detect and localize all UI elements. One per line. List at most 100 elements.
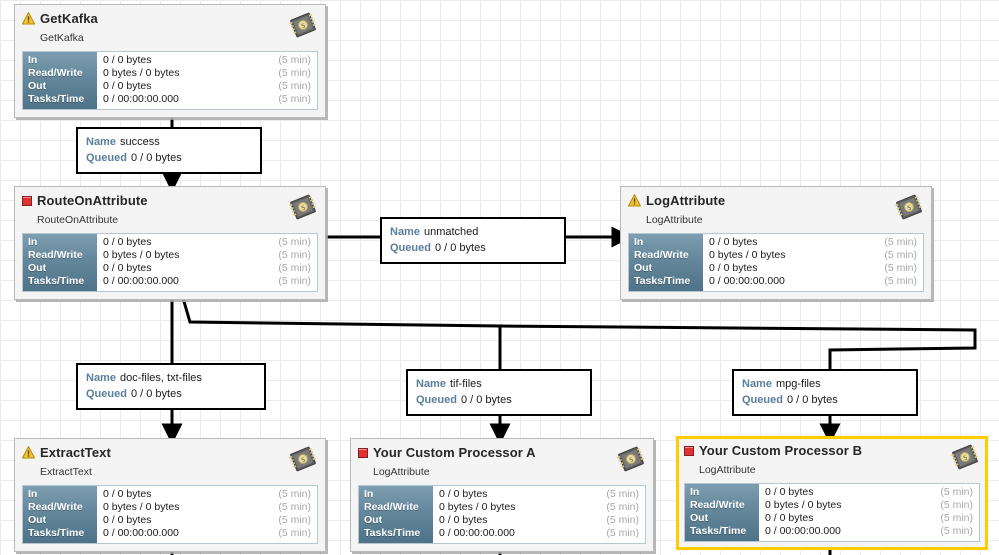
svg-text:5: 5	[628, 456, 634, 464]
processor-header: LogAttribute LogAttribute 5	[628, 192, 924, 228]
processor-stats: In Read/Write Out Tasks/Time 0 / 0 bytes…	[22, 50, 318, 110]
processor-node-extracttext[interactable]: ExtractText ExtractText 5 In Read/Write …	[14, 438, 326, 552]
stopped-square-icon	[684, 446, 694, 456]
connection-name-value: doc-files, txt-files	[119, 372, 202, 384]
processor-name: RouteOnAttribute	[37, 193, 148, 208]
connection-name-key: Name	[390, 226, 420, 238]
stat-value-read-write: 0 bytes / 0 bytes	[103, 248, 180, 261]
connection-name-key: Name	[416, 378, 446, 390]
processor-node-custom-a[interactable]: Your Custom Processor A LogAttribute 5 I…	[350, 438, 654, 552]
stat-label-out: Out	[28, 261, 47, 274]
processor-chip-icon: 5	[616, 444, 646, 474]
processor-node-custom-b[interactable]: Your Custom Processor B LogAttribute 5 I…	[676, 436, 988, 550]
stat-duration: (5 min)	[940, 511, 973, 524]
stat-value-out: 0 / 0 bytes	[103, 513, 152, 526]
stat-value-column: 0 / 0 bytes 0 bytes / 0 bytes 0 / 0 byte…	[759, 484, 936, 541]
processor-stats: In Read/Write Out Tasks/Time 0 / 0 bytes…	[684, 482, 980, 542]
stat-label-in: In	[28, 235, 38, 248]
stat-label-tasks-time: Tasks/Time	[634, 274, 691, 287]
stat-value-out: 0 / 0 bytes	[439, 513, 488, 526]
processor-type: GetKafka	[40, 31, 84, 44]
stat-label-read-write: Read/Write	[634, 248, 689, 261]
stat-label-column: In Read/Write Out Tasks/Time	[23, 233, 97, 291]
stat-label-read-write: Read/Write	[28, 248, 83, 261]
processor-chip-icon: 5	[950, 442, 980, 472]
stat-value-out: 0 / 0 bytes	[103, 261, 152, 274]
stat-duration: (5 min)	[278, 248, 311, 261]
stat-label-out: Out	[28, 79, 47, 92]
stat-value-read-write: 0 bytes / 0 bytes	[103, 66, 180, 79]
stat-label-tasks-time: Tasks/Time	[364, 526, 421, 539]
connection-queued-value: 0 / 0 bytes	[460, 394, 512, 406]
stat-duration-column: (5 min) (5 min) (5 min) (5 min)	[274, 52, 317, 109]
stat-value-tasks-time: 0 / 00:00:00.000	[103, 92, 179, 105]
stat-value-tasks-time: 0 / 00:00:00.000	[439, 526, 515, 539]
warning-triangle-icon	[628, 194, 641, 207]
stat-duration: (5 min)	[940, 524, 973, 537]
stat-value-column: 0 / 0 bytes 0 bytes / 0 bytes 0 / 0 byte…	[97, 486, 274, 543]
processor-node-routeonattribute[interactable]: RouteOnAttribute RouteOnAttribute 5 In R…	[14, 186, 326, 300]
stat-label-tasks-time: Tasks/Time	[28, 92, 85, 105]
processor-stats: In Read/Write Out Tasks/Time 0 / 0 bytes…	[628, 232, 924, 292]
processor-header: RouteOnAttribute RouteOnAttribute 5	[22, 192, 318, 228]
stat-label-in: In	[690, 485, 700, 498]
stat-label-in: In	[28, 487, 38, 500]
stat-duration-column: (5 min) (5 min) (5 min) (5 min)	[274, 234, 317, 291]
connection-queued-value: 0 / 0 bytes	[434, 242, 486, 254]
stat-label-column: In Read/Write Out Tasks/Time	[685, 483, 759, 541]
stat-duration: (5 min)	[278, 66, 311, 79]
stat-duration: (5 min)	[278, 513, 311, 526]
processor-node-logattribute[interactable]: LogAttribute LogAttribute 5 In Read/Writ…	[620, 186, 932, 300]
stat-label-out: Out	[364, 513, 383, 526]
stat-label-column: In Read/Write Out Tasks/Time	[23, 51, 97, 109]
stat-duration: (5 min)	[606, 526, 639, 539]
processor-header: GetKafka GetKafka 5	[22, 10, 318, 46]
processor-name: LogAttribute	[646, 193, 726, 208]
stat-label-read-write: Read/Write	[28, 500, 83, 513]
processor-type: LogAttribute	[699, 463, 756, 476]
processor-node-getkafka[interactable]: GetKafka GetKafka 5 In Read/Write Out Ta…	[14, 4, 326, 118]
stat-label-out: Out	[690, 511, 709, 524]
processor-name: ExtractText	[40, 445, 111, 460]
connection-queued-key: Queued	[742, 394, 783, 406]
stat-duration: (5 min)	[278, 261, 311, 274]
processor-header: ExtractText ExtractText 5	[22, 444, 318, 480]
svg-text:5: 5	[300, 22, 306, 30]
connection-name-value: success	[119, 136, 160, 148]
stat-value-column: 0 / 0 bytes 0 bytes / 0 bytes 0 / 0 byte…	[97, 234, 274, 291]
connection-name-value: unmatched	[423, 226, 479, 238]
stat-value-read-write: 0 bytes / 0 bytes	[439, 500, 516, 513]
connection-name-key: Name	[86, 136, 116, 148]
svg-text:5: 5	[300, 204, 306, 212]
connection-name-key: Name	[86, 372, 116, 384]
stat-label-tasks-time: Tasks/Time	[28, 526, 85, 539]
stat-duration: (5 min)	[278, 526, 311, 539]
stat-duration: (5 min)	[278, 92, 311, 105]
stat-duration: (5 min)	[940, 485, 973, 498]
processor-name: GetKafka	[40, 11, 98, 26]
stat-duration: (5 min)	[606, 500, 639, 513]
stat-label-in: In	[28, 53, 38, 66]
connection-name-value: mpg-files	[775, 378, 821, 390]
stat-value-column: 0 / 0 bytes 0 bytes / 0 bytes 0 / 0 byte…	[703, 234, 880, 291]
processor-stats: In Read/Write Out Tasks/Time 0 / 0 bytes…	[22, 484, 318, 544]
processor-chip-icon: 5	[288, 444, 318, 474]
stat-value-out: 0 / 0 bytes	[103, 79, 152, 92]
connection-queued-value: 0 / 0 bytes	[130, 152, 182, 164]
stat-duration-column: (5 min) (5 min) (5 min) (5 min)	[602, 486, 645, 543]
stat-label-read-write: Read/Write	[28, 66, 83, 79]
processor-type: LogAttribute	[646, 213, 703, 226]
